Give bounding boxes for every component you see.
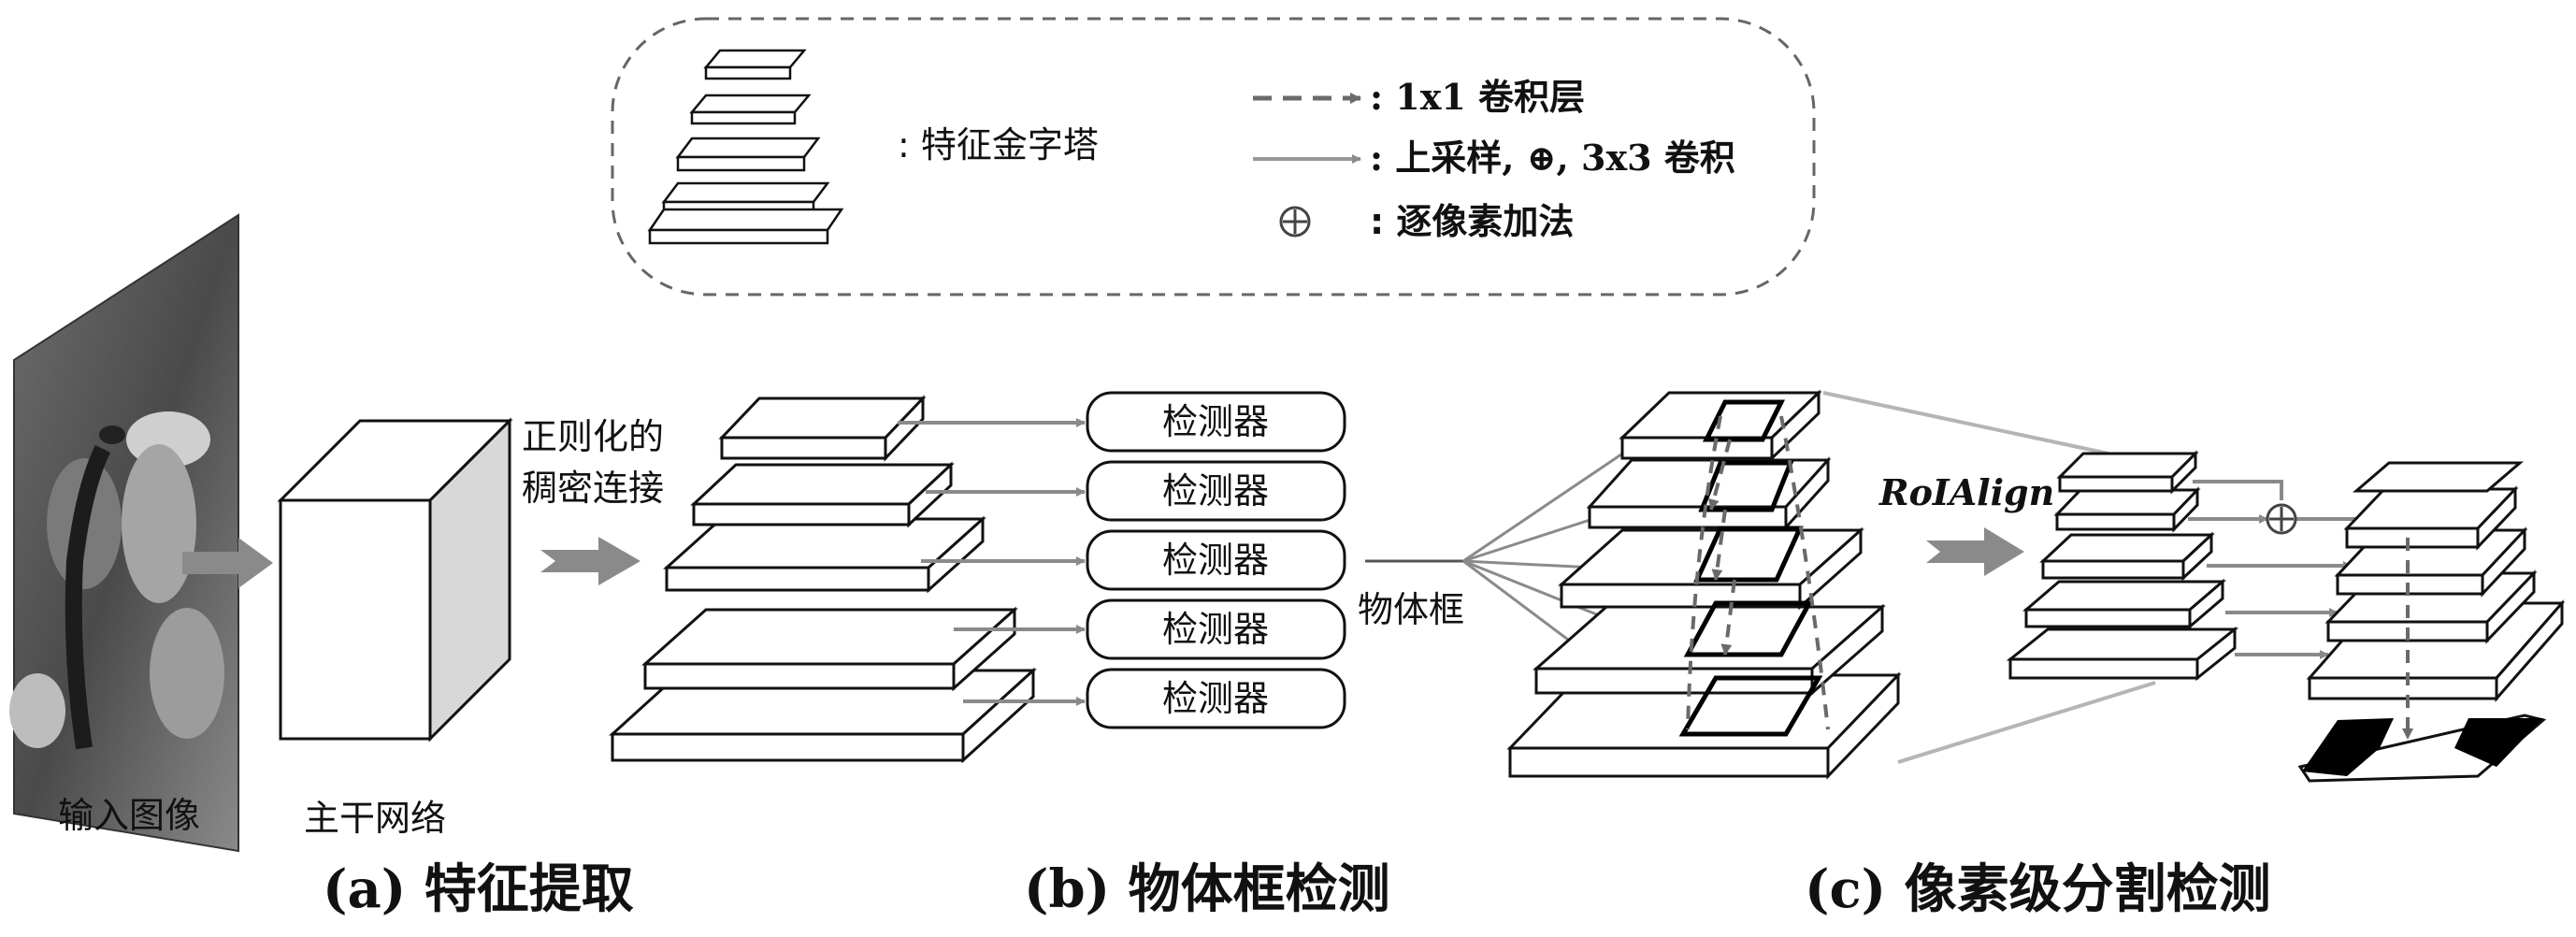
- legend: : 特征金字塔 : 1x1 卷积层 : 上采样, ⊕, 3x3 卷积 : 逐像素…: [611, 17, 1816, 296]
- roialign-arrow: [1926, 527, 2024, 576]
- input-to-backbone-arrow: [182, 538, 273, 588]
- panel-a: 输入图像 主干网络 (a) 特征提取: [9, 213, 634, 920]
- legend-add-label: : 逐像素加法: [1370, 201, 1574, 242]
- roialign-label: RoIAlign: [1878, 471, 2054, 513]
- object-box-label: 物体框: [1358, 589, 1464, 630]
- detector-1: 检测器: [1086, 391, 1346, 453]
- roi-add-icon: [2266, 503, 2297, 535]
- detector-2-label: 检测器: [1162, 470, 1269, 512]
- input-image: [9, 213, 239, 853]
- panel-a-caption: (a) 特征提取: [323, 858, 634, 920]
- feature-pyramid-b: [609, 395, 1037, 764]
- legend-pyramid-icon: [647, 49, 844, 245]
- panel-b: 正则化的 稠密连接: [522, 391, 1464, 920]
- roi-to-output-arrows: [2188, 480, 2371, 659]
- output-pyramid: [2306, 461, 2566, 740]
- backbone-cube: [277, 417, 513, 742]
- legend-upsample-label: : 上采样, ⊕, 3x3 卷积: [1370, 137, 1735, 179]
- panel-c-caption: (c) 像素级分割检测: [1805, 858, 2271, 920]
- detector-stack: 检测器 检测器 检测器 检测器 检测器: [1086, 391, 1346, 729]
- detector-4-label: 检测器: [1162, 609, 1269, 650]
- input-image-label: 输入图像: [58, 795, 200, 836]
- legend-conv1x1-label: : 1x1 卷积层: [1370, 76, 1585, 118]
- detector-3: 检测器: [1086, 529, 1346, 591]
- dense-connection-label-line1: 正则化的: [522, 416, 664, 457]
- panel-b-caption: (b) 物体框检测: [1024, 858, 1390, 920]
- roi-pyramid: [2006, 450, 2239, 682]
- backbone-to-pyramid-arrow: [540, 537, 640, 585]
- pyramid-to-detector-arrows: [898, 418, 1086, 706]
- legend-pyramid-label: : 特征金字塔: [898, 124, 1099, 166]
- detector-2: 检测器: [1086, 460, 1346, 522]
- detector-4: 检测器: [1086, 598, 1346, 660]
- feature-pyramid-c: [1506, 389, 1902, 780]
- mask-output: [2297, 714, 2547, 783]
- roi-dashed-lines: [1686, 415, 1830, 730]
- dense-connection-label-line2: 稠密连接: [522, 468, 664, 509]
- roi-projection-lines: [1822, 391, 2156, 764]
- legend-add-icon: [1279, 206, 1311, 238]
- detector-1-label: 检测器: [1162, 401, 1269, 442]
- backbone-label: 主干网络: [304, 798, 446, 839]
- detector-5-label: 检测器: [1162, 678, 1269, 719]
- panel-c: RoIAlign: [1462, 389, 2566, 920]
- detector-3-label: 检测器: [1162, 540, 1269, 581]
- detector-5: 检测器: [1086, 668, 1346, 729]
